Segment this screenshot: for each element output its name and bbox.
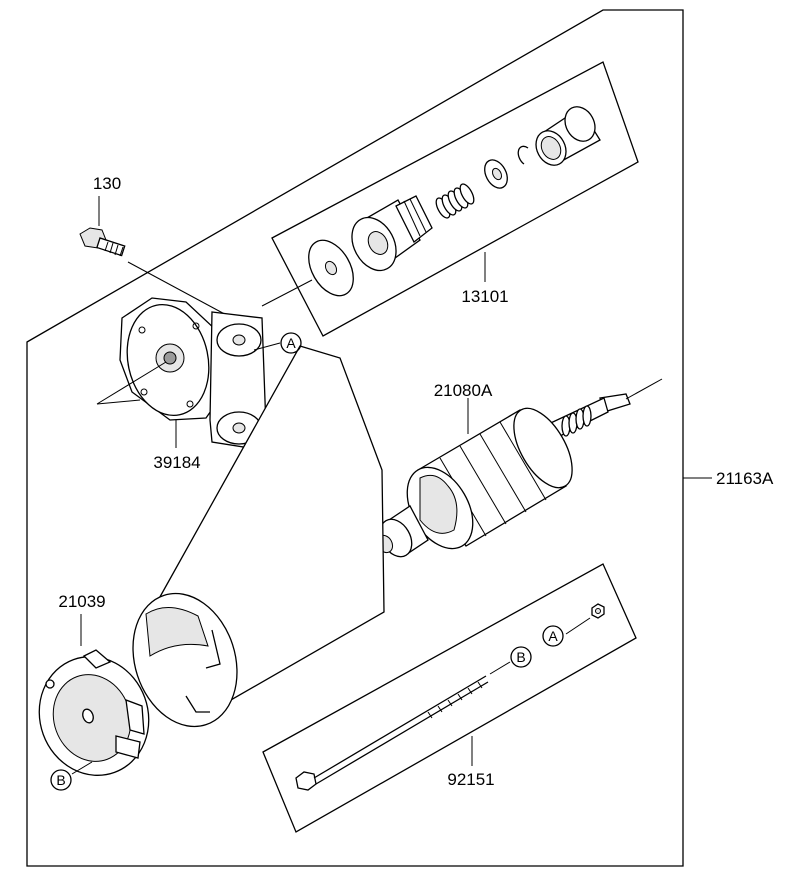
leader-a-nut — [565, 617, 591, 635]
leader-b-bolt — [489, 661, 511, 675]
callout-a-bracket: A — [280, 332, 302, 354]
callout-a-nut: A — [542, 625, 564, 647]
callout-b-bolt: B — [510, 646, 532, 668]
leader-a-bracket — [253, 342, 281, 351]
hex-nut-icon — [591, 603, 605, 619]
through-bolt — [295, 675, 489, 791]
assembly-outline — [26, 9, 684, 867]
thrust-washer — [308, 239, 354, 297]
drive-end-bracket — [119, 297, 267, 449]
hex-flange-bolt-icon — [79, 227, 126, 257]
label-130: 130 — [93, 174, 121, 193]
snap-ring — [517, 145, 529, 165]
pinion-spring — [435, 183, 475, 219]
svg-text:A: A — [286, 335, 296, 351]
bracket-axis-upper — [96, 361, 167, 405]
bracket-axis-lower — [96, 399, 141, 405]
through-bolt-box — [262, 563, 637, 833]
label-13101: 13101 — [461, 287, 508, 306]
label-92151: 92151 — [447, 770, 494, 789]
bolt-axis-line — [127, 261, 233, 319]
armature — [376, 393, 631, 558]
pinion-gear — [351, 195, 433, 272]
label-21163A: 21163A — [716, 469, 774, 488]
armature-axis-line — [625, 378, 663, 400]
stop-collar — [484, 159, 508, 189]
svg-text:B: B — [56, 772, 65, 788]
label-21039: 21039 — [58, 592, 105, 611]
label-21080A: 21080A — [434, 381, 493, 400]
svg-text:B: B — [516, 649, 525, 665]
pinion-kit-box — [271, 61, 639, 337]
end-cover — [38, 649, 150, 776]
callout-b-cover: B — [50, 769, 72, 791]
leader-b-cover — [71, 761, 93, 775]
label-39184: 39184 — [153, 453, 200, 472]
pinion-sleeve — [535, 106, 601, 166]
svg-text:A: A — [548, 628, 558, 644]
pinion-axis-line — [261, 279, 313, 307]
motor-yoke — [132, 345, 385, 728]
